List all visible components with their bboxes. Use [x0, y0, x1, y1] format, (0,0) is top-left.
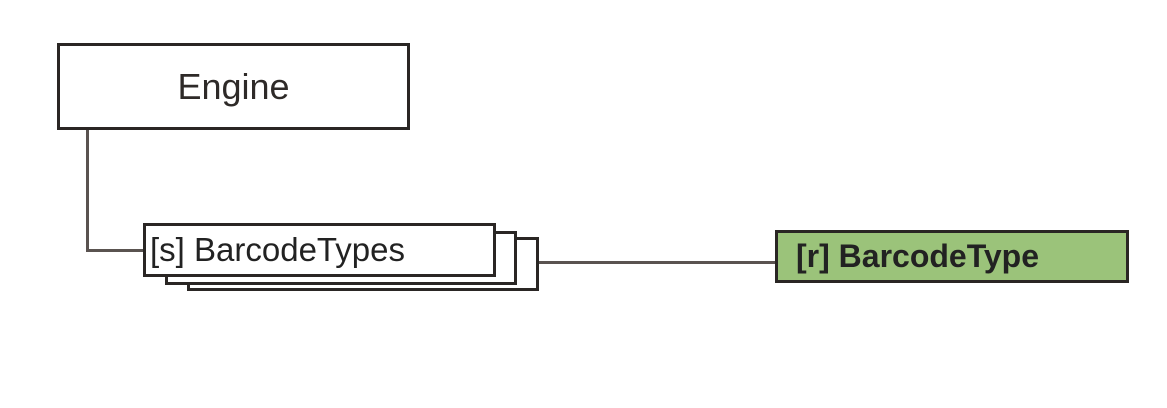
node-barcodetype[interactable]: [r] BarcodeType [775, 230, 1129, 283]
connector-engine-vertical [86, 129, 89, 252]
connector-engine-horizontal [86, 249, 144, 252]
node-barcodetype-label: [r] BarcodeType [796, 238, 1040, 274]
node-engine[interactable]: Engine [57, 43, 410, 130]
node-engine-label: Engine [177, 65, 290, 107]
connector-collection-to-reference [538, 261, 776, 264]
node-barcodetypes-label: [s] BarcodeTypes [150, 231, 405, 268]
node-barcodetypes[interactable]: [s] BarcodeTypes [143, 223, 496, 277]
